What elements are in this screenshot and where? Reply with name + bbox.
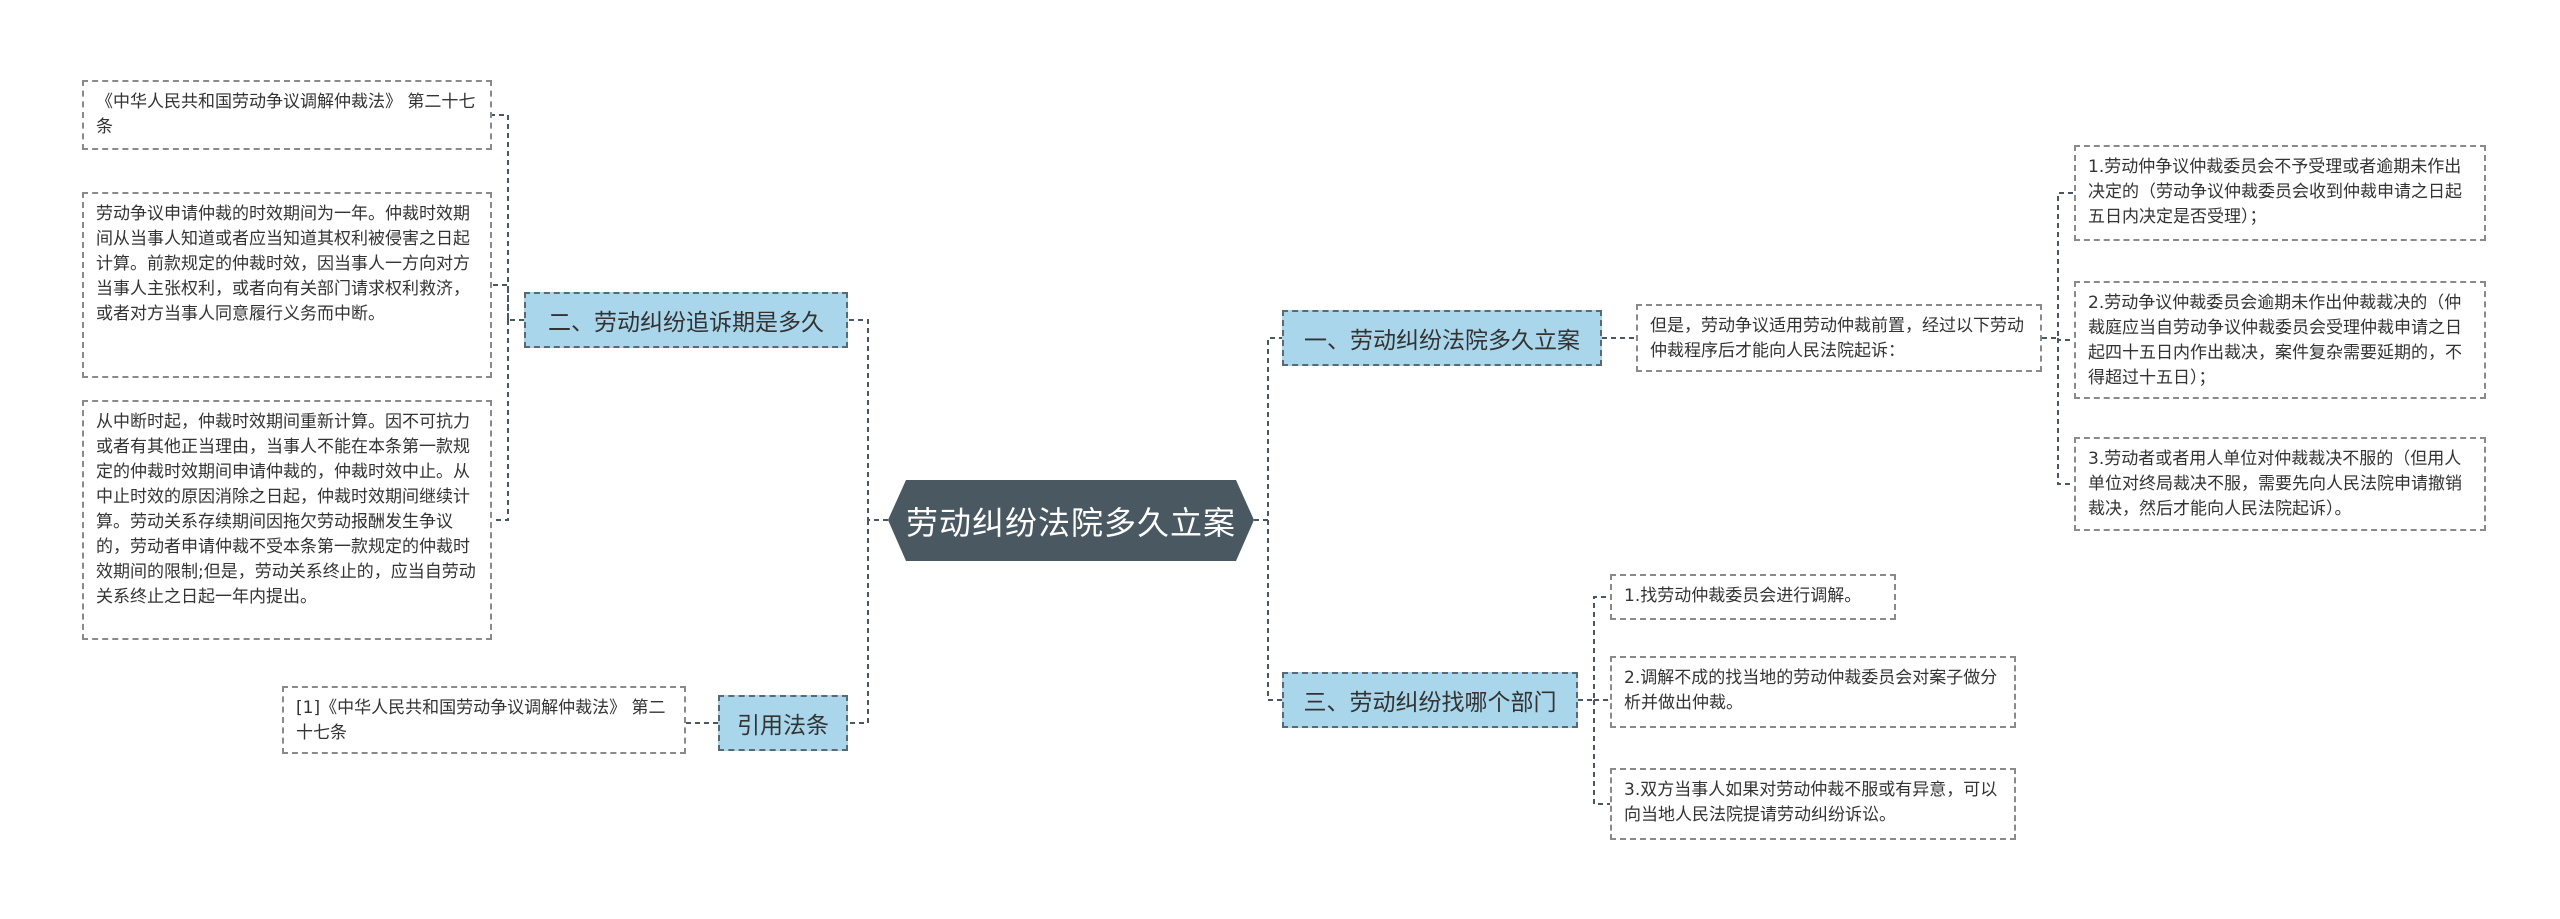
leaf-department-3[interactable]: 3.双方当事人如果对劳动仲裁不服或有异意，可以向当地人民法院提请劳动纠纷诉讼。 — [1610, 768, 2016, 840]
leaf-text: 从中断时起，仲裁时效期间重新计算。因不可抗力或者有其他正当理由，当事人不能在本条… — [96, 412, 476, 607]
leaf-cited-law-reference[interactable]: [1]《中华人民共和国劳动争议调解仲裁法》 第二十七条 — [282, 686, 686, 754]
branch-label: 引用法条 — [737, 713, 829, 739]
leaf-condition-3[interactable]: 3.劳动者或者用人单位对仲裁裁决不服的（但用人单位对终局裁决不服，需要先向人民法… — [2074, 437, 2486, 531]
branch-which-department[interactable]: 三、劳动纠纷找哪个部门 — [1282, 672, 1578, 728]
leaf-text: 1.找劳动仲裁委员会进行调解。 — [1624, 586, 1862, 606]
leaf-text: 劳动争议申请仲裁的时效期间为一年。仲裁时效期间从当事人知道或者应当知道其权利被侵… — [96, 204, 470, 324]
leaf-text: 2.调解不成的找当地的劳动仲裁委员会对案子做分析并做出仲裁。 — [1624, 668, 1998, 713]
branch-filing-time[interactable]: 一、劳动纠纷法院多久立案 — [1282, 310, 1602, 366]
leaf-limitation-period[interactable]: 劳动争议申请仲裁的时效期间为一年。仲裁时效期间从当事人知道或者应当知道其权利被侵… — [82, 192, 492, 378]
leaf-text: 2.劳动争议仲裁委员会逾期未作出仲裁裁决的（仲裁庭应当自劳动争议仲裁委员会受理仲… — [2088, 293, 2462, 388]
leaf-text: 《中华人民共和国劳动争议调解仲裁法》 第二十七条 — [96, 92, 476, 137]
leaf-department-2[interactable]: 2.调解不成的找当地的劳动仲裁委员会对案子做分析并做出仲裁。 — [1610, 656, 2016, 728]
branch-statute-of-limitations[interactable]: 二、劳动纠纷追诉期是多久 — [524, 292, 848, 348]
leaf-text: 但是，劳动争议适用劳动仲裁前置，经过以下劳动仲裁程序后才能向人民法院起诉： — [1650, 316, 2024, 361]
leaf-condition-1[interactable]: 1.劳动仲争议仲裁委员会不予受理或者逾期未作出决定的（劳动争议仲裁委员会收到仲裁… — [2074, 145, 2486, 241]
leaf-text: 3.劳动者或者用人单位对仲裁裁决不服的（但用人单位对终局裁决不服，需要先向人民法… — [2088, 449, 2462, 519]
leaf-text: 1.劳动仲争议仲裁委员会不予受理或者逾期未作出决定的（劳动争议仲裁委员会收到仲裁… — [2088, 157, 2462, 227]
branch-cited-law[interactable]: 引用法条 — [718, 695, 848, 751]
leaf-text: [1]《中华人民共和国劳动争议调解仲裁法》 第二十七条 — [296, 698, 666, 743]
branch-label: 三、劳动纠纷找哪个部门 — [1303, 690, 1557, 716]
leaf-law-article-title[interactable]: 《中华人民共和国劳动争议调解仲裁法》 第二十七条 — [82, 80, 492, 150]
root-topic-label: 劳动纠纷法院多久立案 — [905, 503, 1236, 542]
branch-label: 一、劳动纠纷法院多久立案 — [1304, 328, 1580, 354]
leaf-limitation-interruption[interactable]: 从中断时起，仲裁时效期间重新计算。因不可抗力或者有其他正当理由，当事人不能在本条… — [82, 400, 492, 640]
leaf-condition-2[interactable]: 2.劳动争议仲裁委员会逾期未作出仲裁裁决的（仲裁庭应当自劳动争议仲裁委员会受理仲… — [2074, 281, 2486, 399]
branch-label: 二、劳动纠纷追诉期是多久 — [548, 310, 824, 336]
root-topic[interactable]: 劳动纠纷法院多久立案 — [888, 480, 1254, 561]
leaf-department-1[interactable]: 1.找劳动仲裁委员会进行调解。 — [1610, 574, 1896, 620]
leaf-text: 3.双方当事人如果对劳动仲裁不服或有异意，可以向当地人民法院提请劳动纠纷诉讼。 — [1624, 780, 1998, 825]
leaf-arbitration-precondition[interactable]: 但是，劳动争议适用劳动仲裁前置，经过以下劳动仲裁程序后才能向人民法院起诉： — [1636, 304, 2042, 372]
